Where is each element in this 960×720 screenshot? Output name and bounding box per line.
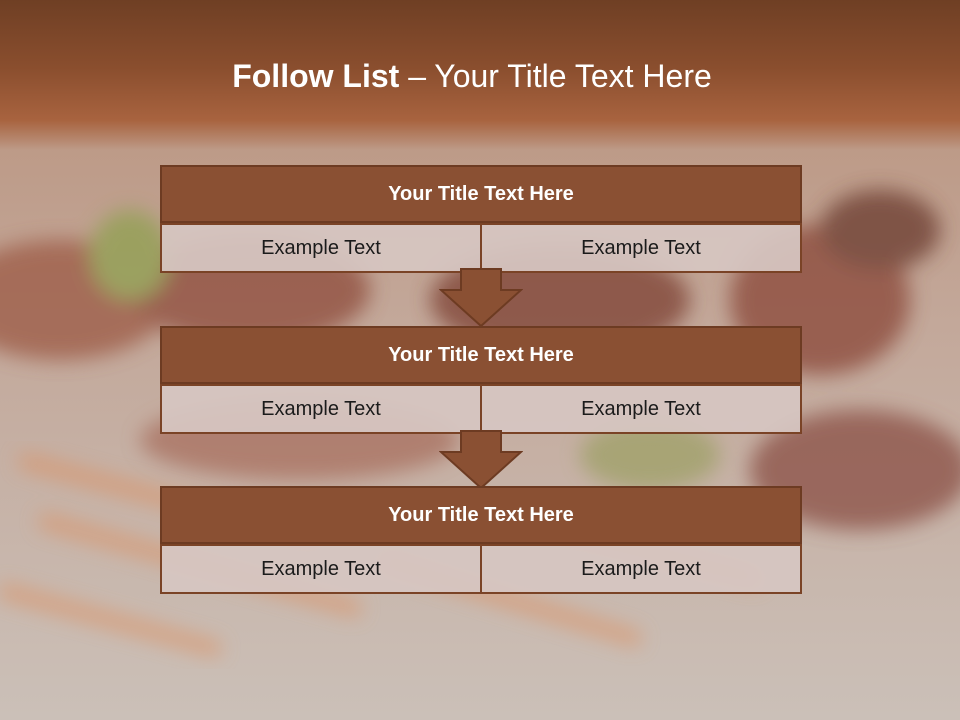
slide-title-rest: – Your Title Text Here [399, 58, 712, 94]
block-1-title[interactable]: Your Title Text Here [160, 165, 802, 223]
title-bar [0, 0, 960, 150]
block-2-left-text[interactable]: Example Text [160, 384, 482, 434]
down-arrow-icon [439, 268, 523, 328]
block-2-right-text[interactable]: Example Text [480, 384, 802, 434]
slide-title: Follow List – Your Title Text Here [0, 52, 944, 100]
slide-title-bold: Follow List [232, 58, 400, 94]
block-1-left-text[interactable]: Example Text [160, 223, 482, 273]
down-arrow-icon [439, 430, 523, 490]
block-3-right-text[interactable]: Example Text [480, 544, 802, 594]
block-3-title[interactable]: Your Title Text Here [160, 486, 802, 544]
block-1-right-text[interactable]: Example Text [480, 223, 802, 273]
block-3-left-text[interactable]: Example Text [160, 544, 482, 594]
block-2-title[interactable]: Your Title Text Here [160, 326, 802, 384]
